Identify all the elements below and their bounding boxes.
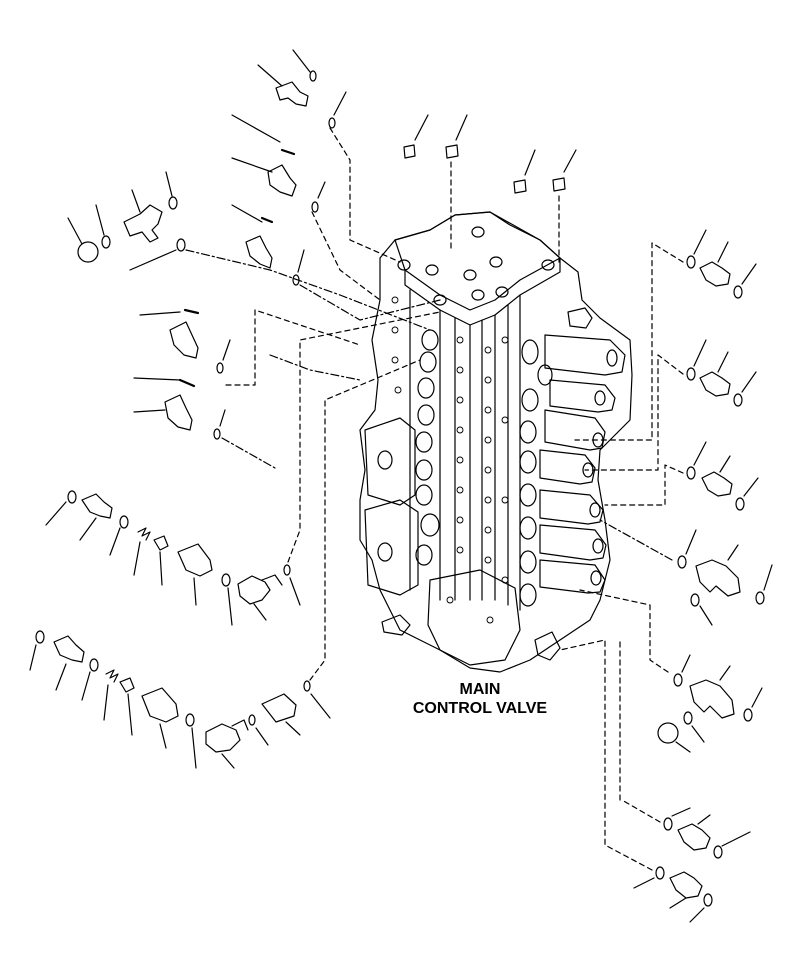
valve-bottom-manifold <box>428 570 520 665</box>
sleeve-3 <box>262 694 296 722</box>
valve-inlet-block-upper <box>365 418 415 505</box>
tee-fitting-upper <box>124 205 162 242</box>
o-ring-2 <box>312 202 318 212</box>
valve-left-plugs <box>378 330 439 565</box>
valve-section-lines <box>410 290 520 610</box>
right-side-fittings <box>560 230 772 922</box>
adapter-r1 <box>700 262 730 286</box>
valve-bottom-fitting-left <box>382 615 410 635</box>
elbow-fitting-7 <box>206 724 240 752</box>
tee-fitting-r5 <box>690 680 734 718</box>
poppet-2 <box>120 678 134 692</box>
upper-left-fittings <box>68 50 440 330</box>
valve-spool-discs <box>520 340 617 606</box>
adapter-2 <box>54 636 84 662</box>
valve-spool-caps <box>540 335 625 593</box>
adapter-r3 <box>702 472 732 496</box>
o-ring-tee-1 <box>102 236 110 248</box>
caption-line-2: CONTROL VALVE <box>412 700 548 717</box>
o-ring-4 <box>217 363 223 373</box>
main-control-valve-body <box>360 212 632 672</box>
tee-fitting-r4 <box>696 560 740 596</box>
caption-line-1: MAIN <box>459 681 501 698</box>
valve-top-bosses <box>398 227 554 305</box>
valve-bolt-holes <box>392 297 508 623</box>
elbow-fitting-3 <box>246 236 272 268</box>
valve-body-outline <box>360 212 632 672</box>
top-plug-leaders <box>451 162 559 262</box>
plug-2 <box>446 145 458 158</box>
adapter-1 <box>82 494 112 518</box>
diagram-caption: MAIN CONTROL VALVE <box>380 680 580 718</box>
adapter-r2 <box>700 372 730 396</box>
o-ring-top-1 <box>310 71 316 81</box>
elbow-fitting-top <box>276 82 308 106</box>
cap-right <box>658 723 678 743</box>
plug-4 <box>553 178 565 191</box>
o-ring-top-2 <box>329 118 335 128</box>
lower-left-assembly-1 <box>46 312 440 625</box>
poppet-1 <box>154 536 168 550</box>
elbow-fitting-6 <box>238 576 270 604</box>
plug-1 <box>404 145 415 158</box>
o-ring-tee-3 <box>177 239 185 251</box>
valve-bottom-fitting-right <box>535 632 560 660</box>
mid-left-fittings <box>134 310 360 468</box>
cap-upper <box>78 242 98 262</box>
adapter-r7 <box>670 872 702 898</box>
o-ring-3 <box>293 275 299 285</box>
spring-2 <box>106 670 118 682</box>
adapter-r6 <box>678 824 710 850</box>
top-plugs <box>404 115 576 262</box>
elbow-fitting-2 <box>268 165 296 196</box>
spring-1 <box>138 528 150 540</box>
elbow-fitting-4 <box>170 322 198 358</box>
o-ring-tee-2 <box>169 197 177 209</box>
elbow-fitting-5 <box>165 395 192 430</box>
plug-3 <box>514 180 526 193</box>
o-ring-5 <box>214 429 220 439</box>
sleeve-2 <box>142 688 178 722</box>
valve-right-top-fitting <box>568 308 592 328</box>
sleeve-1 <box>178 544 212 576</box>
lower-left-assembly-2 <box>30 360 420 768</box>
valve-inlet-block-lower <box>365 500 418 595</box>
